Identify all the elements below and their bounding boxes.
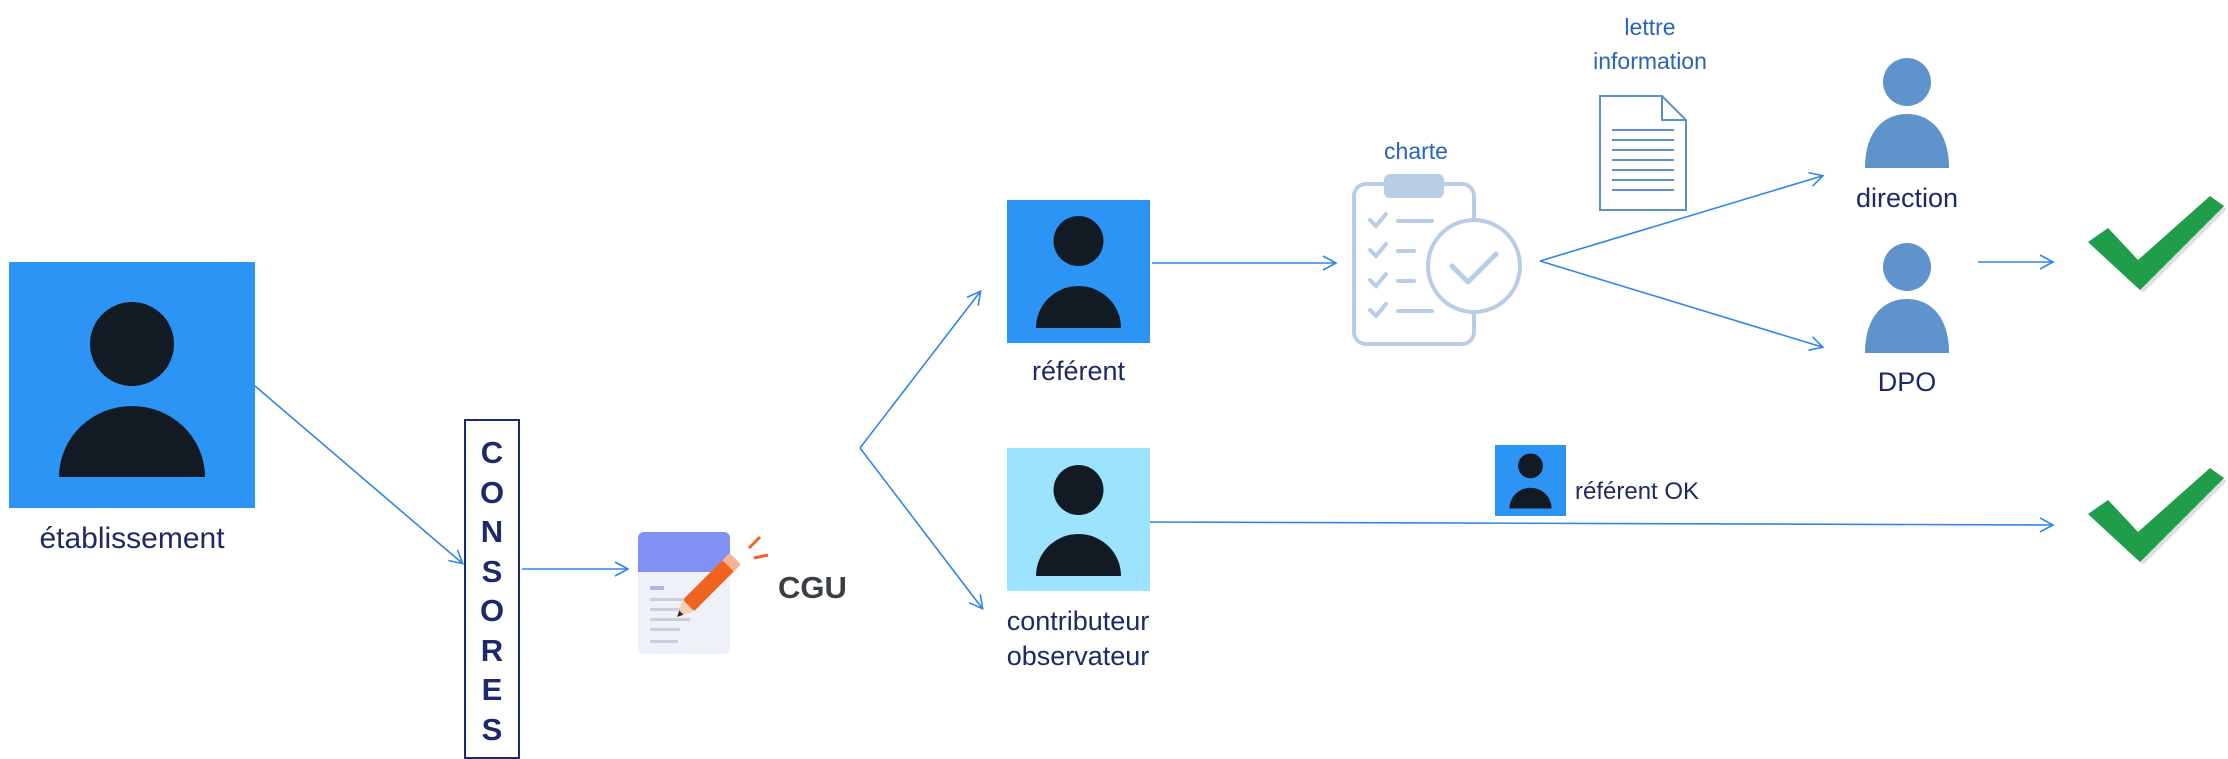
document-lines-icon xyxy=(1599,95,1687,211)
user-icon xyxy=(59,302,205,477)
etablissement-label: établissement xyxy=(39,522,225,555)
checkmark-icon xyxy=(2088,196,2226,292)
consores-letter: N xyxy=(480,514,504,549)
consores-letter: C xyxy=(480,435,504,470)
information-label: information xyxy=(1593,48,1707,74)
arrow-charte-direction xyxy=(1539,171,1825,262)
arrow-contributeur-validation xyxy=(1149,517,2055,533)
consores-letter: S xyxy=(481,553,503,589)
arrow-charte-dpo xyxy=(1539,260,1825,351)
contributeur-label: contributeur xyxy=(1006,606,1150,636)
consores-letter: O xyxy=(479,593,505,628)
consores-letter: O xyxy=(479,474,505,510)
dpo-label: DPO xyxy=(1877,367,1937,397)
observateur-label: observateur xyxy=(1006,641,1150,671)
charte-label: charte xyxy=(1384,138,1448,164)
user-icon xyxy=(1036,216,1121,328)
consores-box: C O N S O R E S xyxy=(464,419,520,759)
etablissement-avatar xyxy=(9,262,255,508)
lettre-label: lettre xyxy=(1624,14,1676,40)
arrow-split-referent xyxy=(859,289,982,449)
person-icon xyxy=(1865,58,1949,168)
arrow-etablissement-consores xyxy=(254,385,465,565)
person-icon xyxy=(1865,243,1949,353)
consores-letter: E xyxy=(481,672,503,707)
document-pencil-icon xyxy=(638,532,769,654)
contributeur-avatar xyxy=(1007,448,1150,591)
user-icon xyxy=(1509,453,1552,509)
consores-letter: R xyxy=(480,632,504,668)
user-icon xyxy=(1036,465,1121,576)
referent-ok-avatar xyxy=(1495,445,1566,516)
referent-avatar xyxy=(1007,200,1150,343)
direction-label: direction xyxy=(1855,183,1959,213)
consores-letters: C O N S O R E S xyxy=(466,421,518,749)
consores-letter: S xyxy=(481,711,503,747)
clipboard-check-icon xyxy=(1352,174,1522,346)
cgu-label: CGU xyxy=(778,570,847,605)
arrow-split-contributeur xyxy=(859,447,984,611)
referent-label: référent xyxy=(1031,356,1126,386)
checkmark-icon xyxy=(2088,468,2226,564)
referent-ok-label: référent OK xyxy=(1575,478,1700,505)
